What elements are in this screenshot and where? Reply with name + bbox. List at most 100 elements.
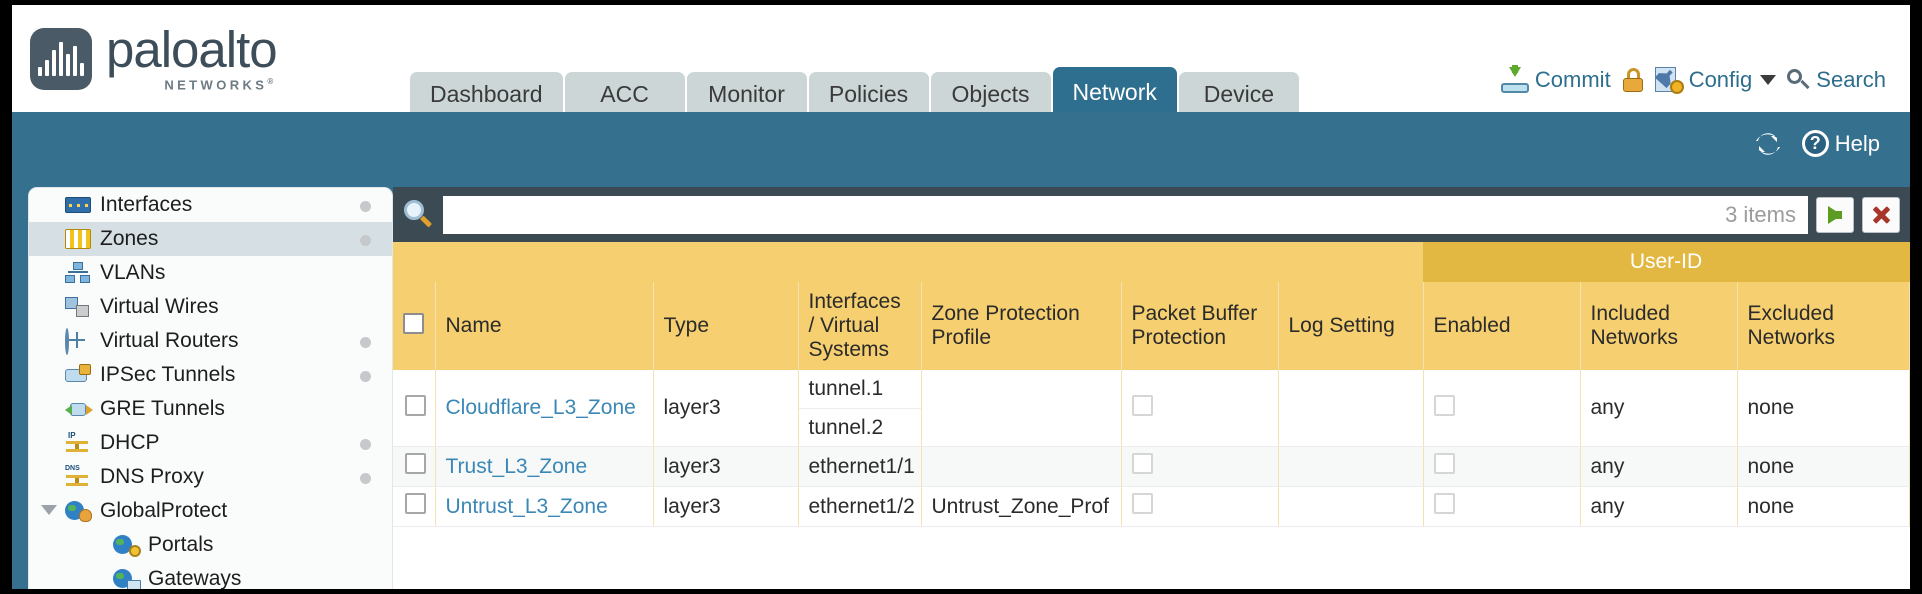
banner-actions: ? Help [1754,130,1880,157]
gateways-icon [113,568,141,589]
tab-dashboard[interactable]: Dashboard [410,72,563,117]
zone-name-link[interactable]: Trust_L3_Zone [445,454,588,478]
cell-user-id-enabled [1423,446,1581,488]
sidebar: Interfaces Zones VLANs Vir [28,187,393,589]
user-id-enabled-checkbox[interactable] [1433,493,1455,515]
packet-buffer-protection-checkbox[interactable] [1131,453,1153,475]
apply-filter-button[interactable] [1816,196,1854,233]
row-select-cell [393,370,436,448]
sidebar-item-globalprotect[interactable]: GlobalProtect [29,494,392,528]
cell-interfaces: ethernet1/2 [798,486,922,528]
help-link[interactable]: ? Help [1801,130,1880,157]
row-checkbox[interactable] [405,493,426,515]
brand-tagline: NETWORKS® [164,77,277,93]
user-id-enabled-checkbox[interactable] [1433,453,1455,475]
sidebar-item-label: DNS Proxy [100,465,204,488]
col-name[interactable]: Name [435,282,654,371]
sidebar-item-label: Virtual Wires [100,295,219,318]
col-included-networks[interactable]: Included Networks [1580,282,1738,371]
cell-name: Trust_L3_Zone [435,446,654,488]
tab-objects[interactable]: Objects [930,72,1051,117]
sidebar-item-dns-proxy[interactable]: DNS DNS Proxy [29,460,392,494]
status-dot [360,201,371,212]
table-row[interactable]: Untrust_L3_Zone layer3 ethernet1/2 Untru… [393,486,1910,528]
cell-zone-protection-profile [921,446,1122,488]
commit-button[interactable]: Commit [1500,65,1611,93]
cell-excluded-networks: none [1737,486,1910,528]
search-icon [1786,68,1810,92]
cell-log-setting [1278,446,1424,488]
virtual-routers-icon [65,328,91,355]
col-packet-buffer-protection[interactable]: Packet Buffer Protection [1121,282,1279,371]
search-input[interactable]: 3 items [443,195,1808,234]
search-button[interactable]: Search [1786,67,1886,93]
sidebar-item-interfaces[interactable]: Interfaces [29,188,392,222]
col-excluded-networks[interactable]: Excluded Networks [1737,282,1910,371]
cell-packet-buffer-protection [1121,370,1279,448]
vlans-icon [65,262,91,284]
clear-x-icon [1871,205,1891,225]
row-select-cell [393,446,436,488]
portals-icon [113,534,141,557]
sidebar-item-dhcp[interactable]: IP DHCP [29,426,392,460]
table-group-header-row: User-ID [393,242,1910,282]
chevron-down-icon [1760,75,1777,85]
gre-tunnels-icon [65,398,93,420]
cell-included-networks: any [1580,486,1738,528]
table-row[interactable]: Trust_L3_Zone layer3 ethernet1/1 any [393,446,1910,488]
cell-interfaces: tunnel.1 tunnel.2 [798,370,922,448]
interface-item: tunnel.2 [798,408,921,446]
zone-name-link[interactable]: Cloudflare_L3_Zone [445,396,636,420]
cell-user-id-enabled [1423,370,1581,448]
sidebar-item-gre-tunnels[interactable]: GRE Tunnels [29,392,392,426]
col-interfaces-virtual-systems[interactable]: Interfaces / Virtual Systems [798,282,922,371]
select-all-checkbox[interactable] [403,312,424,334]
sidebar-item-virtual-wires[interactable]: Virtual Wires [29,290,392,324]
arrow-right-icon [1828,205,1842,224]
col-log-setting[interactable]: Log Setting [1278,282,1424,371]
top-bar: paloalto NETWORKS® Dashboard ACC Monitor… [12,5,1910,117]
sidebar-item-portals[interactable]: Portals [29,528,392,562]
sidebar-item-gateways[interactable]: Gateways [29,562,392,589]
padlock-icon[interactable] [1621,67,1645,93]
config-label: Config [1688,67,1753,92]
tab-device[interactable]: Device [1178,72,1299,117]
col-zone-protection-profile[interactable]: Zone Protection Profile [921,282,1122,371]
table-row[interactable]: Cloudflare_L3_Zone layer3 tunnel.1 tunne… [393,370,1910,448]
sidebar-item-ipsec-tunnels[interactable]: IPSec Tunnels [29,358,392,392]
palo-alto-web-interface: paloalto NETWORKS® Dashboard ACC Monitor… [12,5,1910,589]
expander-collapse-icon[interactable] [41,505,57,515]
tab-monitor[interactable]: Monitor [686,72,807,117]
col-user-id-enabled[interactable]: Enabled [1423,282,1581,371]
status-dot [360,473,371,484]
tab-policies[interactable]: Policies [808,72,929,117]
globalprotect-icon [65,500,92,522]
row-checkbox[interactable] [405,394,426,416]
sidebar-item-label: Zones [100,227,159,250]
clear-filter-button[interactable] [1862,196,1900,233]
sidebar-item-zones[interactable]: Zones [29,222,392,256]
sidebar-item-virtual-routers[interactable]: Virtual Routers [29,324,392,358]
packet-buffer-protection-checkbox[interactable] [1131,394,1153,416]
zone-name-link[interactable]: Untrust_L3_Zone [445,494,608,518]
cell-user-id-enabled [1423,486,1581,528]
user-id-enabled-checkbox[interactable] [1433,394,1455,416]
row-checkbox[interactable] [405,453,426,475]
search-label: Search [1816,67,1886,92]
filter-search-icon[interactable] [401,198,435,232]
tab-acc[interactable]: ACC [564,72,685,117]
brand-logo[interactable]: paloalto NETWORKS® [30,24,278,93]
cell-name: Cloudflare_L3_Zone [435,370,654,448]
sidebar-item-label: Interfaces [100,193,193,216]
select-all-header [393,282,436,371]
cell-zone-protection-profile [921,370,1122,448]
packet-buffer-protection-checkbox[interactable] [1131,493,1153,515]
tab-network[interactable]: Network [1052,67,1177,117]
group-header-spacer [393,242,1423,282]
col-type[interactable]: Type [653,282,799,371]
dns-proxy-icon: DNS [65,465,91,488]
config-menu[interactable]: Config [1655,67,1777,94]
sidebar-item-vlans[interactable]: VLANs [29,256,392,290]
refresh-icon[interactable] [1754,131,1782,157]
paloalto-logo-mark-icon [30,27,92,90]
